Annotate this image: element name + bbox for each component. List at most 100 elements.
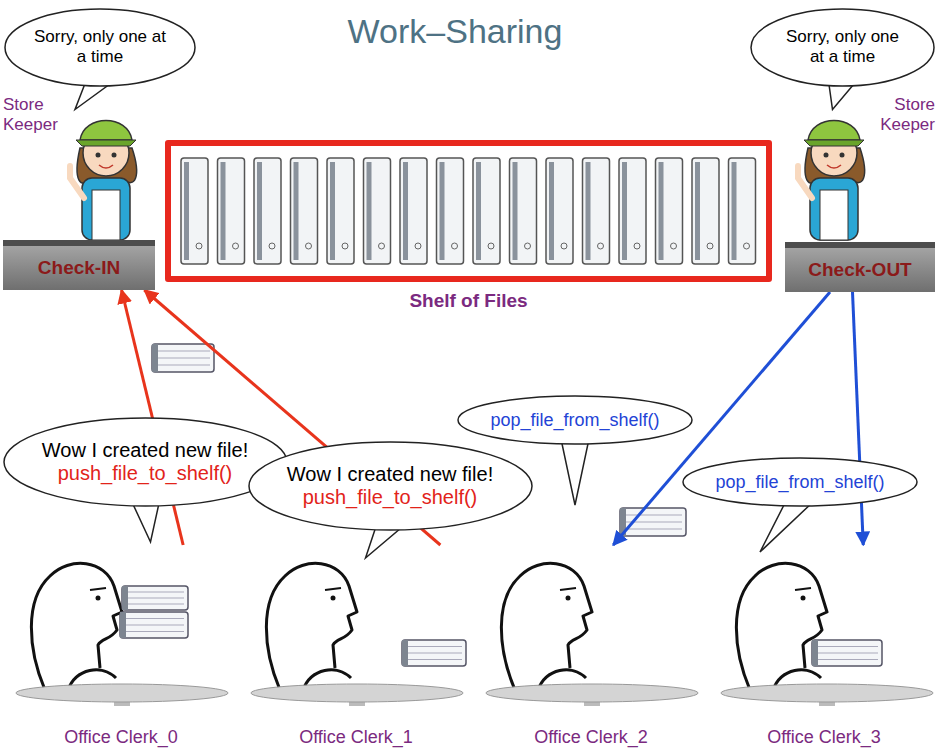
- drawing-stroke: [476, 162, 481, 260]
- flow-arrow: [853, 292, 864, 545]
- keeper-label: Store Keeper: [3, 95, 63, 134]
- drawing-stroke: [76, 140, 136, 146]
- speech-bubble: Wow I created new file!push_file_to_shel…: [3, 417, 288, 507]
- shelf-box: Shelf of Files: [165, 140, 772, 282]
- drawing-stroke: [744, 243, 750, 249]
- clerk-label: Office Clerk_2: [480, 728, 702, 748]
- drawing-stroke: [266, 563, 357, 690]
- drawing-stroke: [70, 166, 84, 198]
- drawing-stroke: [402, 640, 408, 666]
- drawing-stroke: [196, 243, 202, 249]
- drawing-stroke: [327, 158, 354, 264]
- file-binder: [122, 586, 188, 610]
- drawing-stroke: [513, 162, 518, 260]
- bubble-text: push_file_to_shelf(): [42, 462, 248, 485]
- drawing-stroke: [156, 358, 210, 359]
- drawing-stroke: [218, 158, 245, 264]
- drawing-stroke: [342, 243, 348, 249]
- drawing-stroke: [812, 640, 818, 666]
- drawing-stroke: [330, 162, 335, 260]
- bubble-ellipse: [683, 458, 917, 506]
- drawing-stroke: [269, 243, 275, 249]
- drawing-stroke: [440, 162, 445, 260]
- file-binder: [152, 344, 214, 372]
- drawing-stroke: [251, 684, 463, 702]
- drawing-stroke: [120, 612, 188, 638]
- drawing-stroke: [92, 190, 120, 240]
- drawing-stroke: [437, 158, 464, 264]
- speech-bubble: Sorry, only one at a time: [750, 8, 935, 87]
- office-clerk-figure: [16, 563, 228, 706]
- clerk-desk: Office Clerk_2: [480, 545, 702, 751]
- drawing-stroke: [816, 646, 878, 647]
- drawing-stroke: [306, 243, 312, 249]
- drawing-stroke: [364, 158, 391, 264]
- drawing-stroke: [452, 243, 458, 249]
- speech-bubble: pop_file_from_shelf(): [457, 395, 693, 445]
- drawing-stroke: [816, 659, 878, 660]
- drawing-stroke: [729, 158, 756, 264]
- drawing-stroke: [82, 178, 130, 240]
- drawing-stroke: [291, 158, 318, 264]
- drawing-stroke: [622, 162, 627, 260]
- drawing-stroke: [80, 121, 132, 141]
- drawing-stroke: [233, 243, 239, 249]
- store-keeper-figure: [70, 121, 137, 241]
- clerk-label: Office Clerk_0: [10, 728, 232, 748]
- drawing-stroke: [598, 243, 604, 249]
- store-keeper-counter: Store KeeperCheck-OUT: [785, 95, 935, 292]
- drawing-stroke: [695, 162, 700, 260]
- drawing-stroke: [331, 596, 336, 601]
- drawing-stroke: [736, 563, 827, 690]
- bubble-text: Sorry, only one at a time: [33, 27, 168, 66]
- bubble-text: push_file_to_shelf(): [287, 486, 493, 509]
- drawing-stroke: [488, 243, 494, 249]
- clerk-label: Office Clerk_3: [715, 728, 933, 748]
- drawing-stroke: [801, 596, 806, 601]
- drawing-stroke: [254, 158, 281, 264]
- drawing-stroke: [510, 158, 537, 264]
- shelf-label: Shelf of Files: [409, 290, 529, 312]
- bubble-text: Sorry, only one at a time: [778, 27, 908, 66]
- drawing-stroke: [473, 158, 500, 264]
- drawing-stroke: [156, 351, 210, 352]
- drawing-stroke: [156, 365, 210, 366]
- drawing-stroke: [122, 586, 188, 610]
- clerk-desk: Office Clerk_1: [245, 545, 467, 751]
- drawing-stroke: [566, 596, 571, 601]
- drawing-stroke: [546, 158, 573, 264]
- counter-desk: Check-IN: [3, 240, 155, 290]
- drawing-stroke: [367, 162, 372, 260]
- drawing-stroke: [808, 121, 860, 141]
- counter-label: Check-IN: [38, 257, 120, 279]
- drawing-stroke: [325, 588, 341, 590]
- drawing-stroke: [124, 625, 184, 626]
- bubble-ellipse: [458, 396, 692, 444]
- store-keeper-figure: [798, 121, 865, 241]
- drawing-stroke: [181, 158, 208, 264]
- drawing-stroke: [619, 158, 646, 264]
- drawing-stroke: [732, 162, 737, 260]
- shelf-files: [171, 146, 766, 276]
- office-clerk-figure: [721, 563, 933, 706]
- speech-bubble: Sorry, only one at a time: [4, 8, 196, 87]
- bubble-tail: [561, 439, 589, 505]
- drawing-stroke: [403, 162, 408, 260]
- drawing-stroke: [583, 158, 610, 264]
- drawing-stroke: [406, 653, 462, 654]
- bubble-ellipse: [751, 9, 934, 86]
- drawing-stroke: [16, 684, 228, 702]
- keeper-label: Store Keeper: [875, 95, 935, 134]
- drawing-stroke: [112, 153, 117, 158]
- drawing-stroke: [124, 618, 184, 619]
- drawing-stroke: [120, 612, 126, 638]
- file-binder: [120, 612, 188, 638]
- drawing-stroke: [798, 166, 812, 198]
- bubble-ellipse: [4, 418, 287, 506]
- bubble-text: Wow I created new file!: [42, 439, 248, 462]
- clerk-label: Office Clerk_1: [245, 728, 467, 748]
- counter-label: Check-OUT: [808, 259, 911, 281]
- drawing-stroke: [90, 588, 106, 590]
